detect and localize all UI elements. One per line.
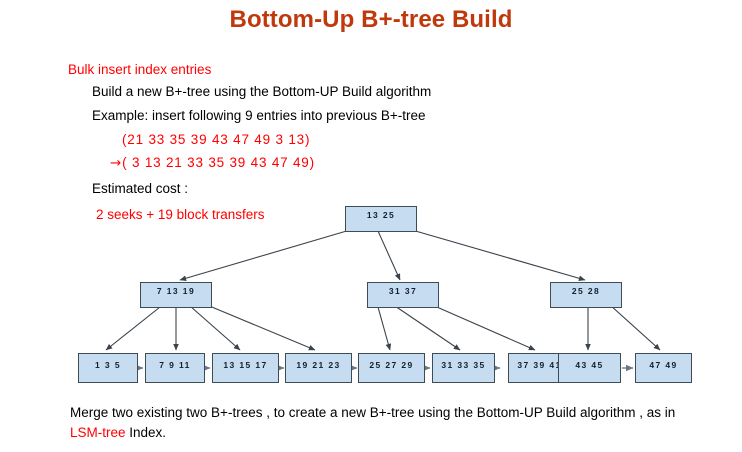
unsorted-sequence: (21 33 35 39 43 47 49 3 13) xyxy=(122,132,311,147)
right-arrow-icon: → xyxy=(110,155,123,171)
internal-node-2[interactable]: 31 37 xyxy=(367,282,439,308)
leaf-node-3-label: 13 15 17 xyxy=(223,360,268,370)
estimated-cost-label: Estimated cost : xyxy=(92,181,189,196)
page-title: Bottom-Up B+-tree Build xyxy=(229,6,513,33)
leaf-node-2-label: 7 9 11 xyxy=(159,360,191,370)
internal-node-3[interactable]: 25 28 xyxy=(550,282,622,308)
leaf-node-5[interactable]: 25 27 29 xyxy=(358,353,425,383)
internal-node-3-label: 25 28 xyxy=(571,286,601,296)
leaf-node-8[interactable]: 43 45 xyxy=(558,353,621,383)
leaf-node-5-label: 25 27 29 xyxy=(369,360,414,370)
leaf-node-3[interactable]: 13 15 17 xyxy=(212,353,279,383)
leaf-node-1-label: 1 3 5 xyxy=(95,360,121,370)
leaf-node-8-label: 43 45 xyxy=(575,360,604,370)
bulk-insert-heading: Bulk insert index entries xyxy=(68,62,212,77)
lsm-tree-highlight: LSM-tree xyxy=(70,424,126,440)
leaf-node-4-label: 19 21 23 xyxy=(296,360,341,370)
leaf-node-6[interactable]: 31 33 35 xyxy=(432,353,495,383)
leaf-node-1[interactable]: 1 3 5 xyxy=(78,353,138,383)
build-description: Build a new B+-tree using the Bottom-UP … xyxy=(92,84,432,99)
root-node[interactable]: 13 25 xyxy=(345,206,417,232)
example-description: Example: insert following 9 entries into… xyxy=(92,108,426,123)
leaf-node-9[interactable]: 47 49 xyxy=(635,353,692,383)
footer-text-part2: Index. xyxy=(125,424,167,440)
footer-paragraph: Merge two existing two B+-trees , to cre… xyxy=(70,403,690,442)
leaf-node-9-label: 47 49 xyxy=(649,360,678,370)
leaf-node-4[interactable]: 19 21 23 xyxy=(285,353,352,383)
footer-text-part1: Merge two existing two B+-trees , to cre… xyxy=(70,405,676,420)
internal-node-1-label: 7 13 19 xyxy=(156,286,196,296)
estimated-cost-value: 2 seeks + 19 block transfers xyxy=(96,207,265,222)
leaf-node-7-label: 37 39 41 xyxy=(517,360,562,370)
root-node-label: 13 25 xyxy=(366,210,396,220)
sorted-sequence: →( 3 13 21 33 35 39 43 47 49) xyxy=(110,155,315,172)
sorted-sequence-text: ( 3 13 21 33 35 39 43 47 49) xyxy=(122,155,315,170)
leaf-node-2[interactable]: 7 9 11 xyxy=(145,353,205,383)
internal-node-1[interactable]: 7 13 19 xyxy=(140,282,212,308)
leaf-node-6-label: 31 33 35 xyxy=(441,360,486,370)
internal-node-2-label: 31 37 xyxy=(388,286,418,296)
